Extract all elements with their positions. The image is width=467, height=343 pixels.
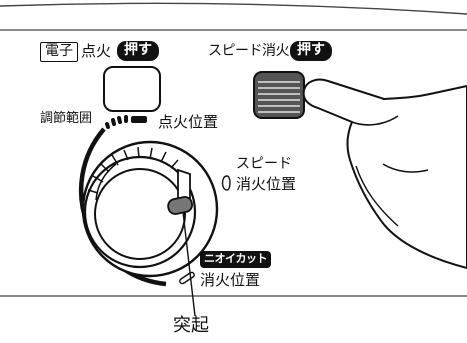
hand-illustration [302, 78, 467, 269]
speed-off-title: スピード [236, 156, 292, 172]
odor-cut-position-label: 消火位置 [200, 271, 261, 289]
odor-cut-notch [179, 271, 195, 285]
speed-off-position-label: 消火位置 [236, 175, 297, 193]
hand-finger-line [382, 163, 429, 173]
speed-off-notch [221, 175, 231, 191]
electronic-label: 電子 [40, 42, 78, 62]
range-ticks [105, 115, 128, 129]
hand-knuckle-line [351, 115, 399, 126]
bump-label: 突起 [173, 315, 209, 336]
panel-top-edge [0, 2, 467, 15]
ignite-button [103, 66, 161, 112]
bump [167, 196, 193, 215]
speed-off-label: スピード消火 [208, 43, 290, 59]
speed-off-button[interactable] [253, 71, 305, 119]
range-label: 調節範囲 [40, 111, 93, 126]
ignite-label: 点火 [81, 42, 112, 60]
odor-cut-badge: ニオイカット [200, 251, 271, 268]
ignition-position-label: 点火位置 [158, 113, 219, 131]
speed-off-push-badge: 押す [290, 41, 332, 61]
ignite-push-badge: 押す [117, 41, 159, 61]
control-dial[interactable] [81, 140, 219, 278]
bump-callout-line [182, 211, 196, 317]
dial-grip-ridges [87, 146, 179, 201]
ignition-position-marker [131, 116, 147, 123]
hand-thumb-line [355, 165, 399, 227]
